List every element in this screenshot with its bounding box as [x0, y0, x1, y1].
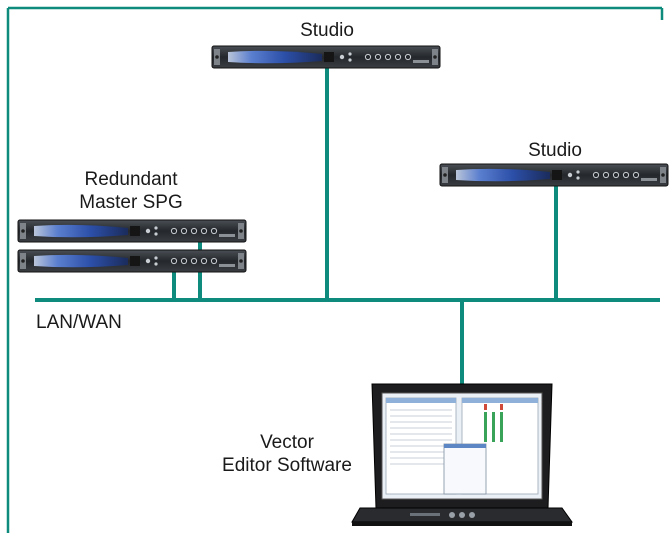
diagram-frame [6, 6, 664, 533]
master-spg-unit-2 [17, 249, 247, 273]
studio-top-unit [211, 45, 441, 69]
redundant-label: Redundant [84, 169, 178, 190]
master-spg-unit-1 [17, 219, 247, 243]
studio-top-label: Studio [300, 20, 354, 41]
studio-right-label: Studio [528, 140, 582, 161]
laptop [351, 383, 573, 526]
vector-label: Vector [260, 432, 314, 453]
lan-wan-label: LAN/WAN [36, 312, 122, 333]
studio-right-unit [439, 163, 669, 187]
master-spg-label: Master SPG [79, 192, 183, 213]
editor-software-label: Editor Software [222, 455, 352, 476]
